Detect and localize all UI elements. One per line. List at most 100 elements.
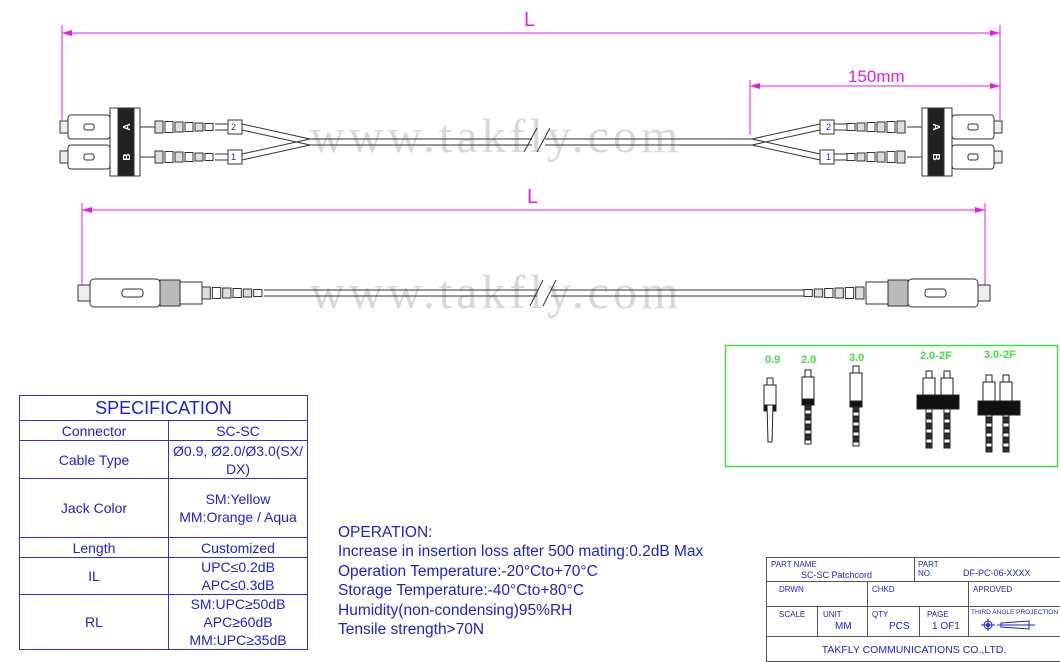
strain-relief-segment	[204, 123, 214, 131]
strain-relief-segment	[204, 153, 214, 161]
spec-label: RL	[19, 594, 169, 650]
ferrule	[59, 150, 69, 164]
fiber-label-tag	[819, 149, 835, 165]
strain-relief-segment	[1002, 417, 1010, 423]
strain-relief-segment	[184, 152, 194, 162]
connector-type-label: 3.0-2F	[984, 349, 1016, 361]
strain-relief-segment	[1002, 432, 1010, 438]
connector-grip	[887, 279, 909, 307]
approved-label: APROVED	[973, 585, 1013, 594]
strain-relief-segment	[232, 288, 242, 298]
length-dimension-bottom	[81, 203, 986, 285]
strain-relief-segment	[804, 434, 812, 440]
connector-grip	[159, 279, 181, 307]
strain-relief-segment	[925, 428, 933, 434]
sc-connector-body	[67, 144, 111, 170]
strain-relief-segment	[804, 429, 812, 435]
specification-title: SPECIFICATION	[19, 395, 308, 421]
strain-relief-segment	[985, 417, 993, 423]
sc-connector-body	[67, 114, 111, 140]
fiber-label-tag	[227, 149, 243, 165]
strain-relief-segment	[852, 441, 860, 447]
spec-value: SC-SC	[168, 420, 308, 441]
simplex-connector	[803, 278, 991, 308]
checked-label: CHKD	[872, 585, 895, 594]
duplex-clip-band	[117, 107, 135, 177]
strain-relief-segment	[804, 409, 812, 415]
connector-type-label: 3.0	[849, 352, 864, 364]
fiber	[751, 138, 821, 155]
strain-relief-segment	[876, 121, 886, 133]
fiber-label-tag	[227, 119, 243, 135]
connector-key-slot	[924, 288, 947, 298]
strain-relief-segment	[852, 426, 860, 432]
operation-notes: OPERATION: Increase in insertion loss af…	[338, 523, 703, 639]
strain-relief-segment	[925, 433, 933, 439]
strain-relief-segment	[985, 442, 993, 448]
spec-value: Ø0.9, Ø2.0/Ø3.0(SX/DX)	[168, 440, 308, 479]
strain-relief-segment	[211, 287, 222, 299]
strain-relief-segment	[194, 122, 204, 132]
strain-relief-segment	[866, 152, 876, 162]
operation-line: Storage Temperature:-40°Cto+80°C	[338, 582, 585, 600]
company-name: TAKFLY COMMUNICATIONS CO.,LTD.	[821, 644, 1007, 656]
strain-relief-segment	[886, 151, 896, 163]
strain-relief-segment	[253, 289, 263, 297]
duplex-clip	[977, 400, 1021, 416]
duplex-connector	[59, 107, 311, 177]
connector-key-slot	[967, 153, 979, 161]
strain-relief-segment	[856, 122, 866, 132]
strain-relief-segment	[804, 439, 812, 445]
port-label-b: B	[930, 153, 941, 160]
fiber	[241, 129, 311, 146]
fiber	[751, 123, 821, 140]
strain-relief-segment	[154, 120, 164, 134]
strain-relief-segment	[824, 288, 834, 298]
strain-relief-segment	[985, 437, 993, 443]
operation-line: Humidity(non-condensing)95%RH	[338, 601, 573, 619]
sc-connector-body	[89, 278, 161, 308]
strain-relief-segment	[855, 286, 865, 300]
fiber	[241, 138, 311, 155]
fiber-boot	[766, 404, 774, 443]
sc-connector-body	[907, 278, 979, 308]
fiber-label-1: 1	[826, 152, 831, 162]
break-mark	[542, 279, 557, 307]
duplex-clip-band	[927, 107, 945, 177]
strain-relief-segment	[846, 123, 856, 131]
ferrule	[77, 284, 91, 302]
break-mark	[529, 279, 544, 307]
ferrule	[925, 370, 933, 379]
strain-relief-segment	[943, 418, 951, 424]
page-label: PAGE	[927, 610, 949, 619]
strain-relief-segment	[943, 408, 951, 414]
length-label-bottom: L	[527, 186, 538, 208]
strain-relief-segment	[852, 431, 860, 437]
port-label-a: A	[930, 123, 941, 130]
fiber-label-2: 2	[826, 122, 831, 132]
strain-relief-segment	[866, 122, 876, 132]
strain-relief-segment	[174, 121, 184, 133]
ferrule	[804, 369, 812, 378]
strain-relief-segment	[834, 287, 844, 299]
port-label-b: B	[122, 153, 133, 160]
strain-relief-segment	[804, 419, 812, 425]
strain-relief-segment	[1002, 447, 1010, 453]
strain-relief-segment	[943, 428, 951, 434]
spec-label: Cable Type	[19, 440, 169, 479]
strain-relief-segment	[852, 416, 860, 422]
connector-housing	[865, 281, 889, 305]
strain-relief-segment	[174, 151, 184, 163]
port-label-a: A	[122, 123, 133, 130]
operation-line: Tensile strength>70N	[338, 621, 485, 639]
connector-type-label: 2.0-2F	[920, 350, 952, 362]
connector-key-slot	[121, 288, 144, 298]
fiber	[751, 144, 821, 161]
drawn-label: DRWN	[779, 585, 804, 594]
third-angle-projection-icon	[981, 619, 1035, 631]
strain-relief-segment	[194, 152, 204, 162]
